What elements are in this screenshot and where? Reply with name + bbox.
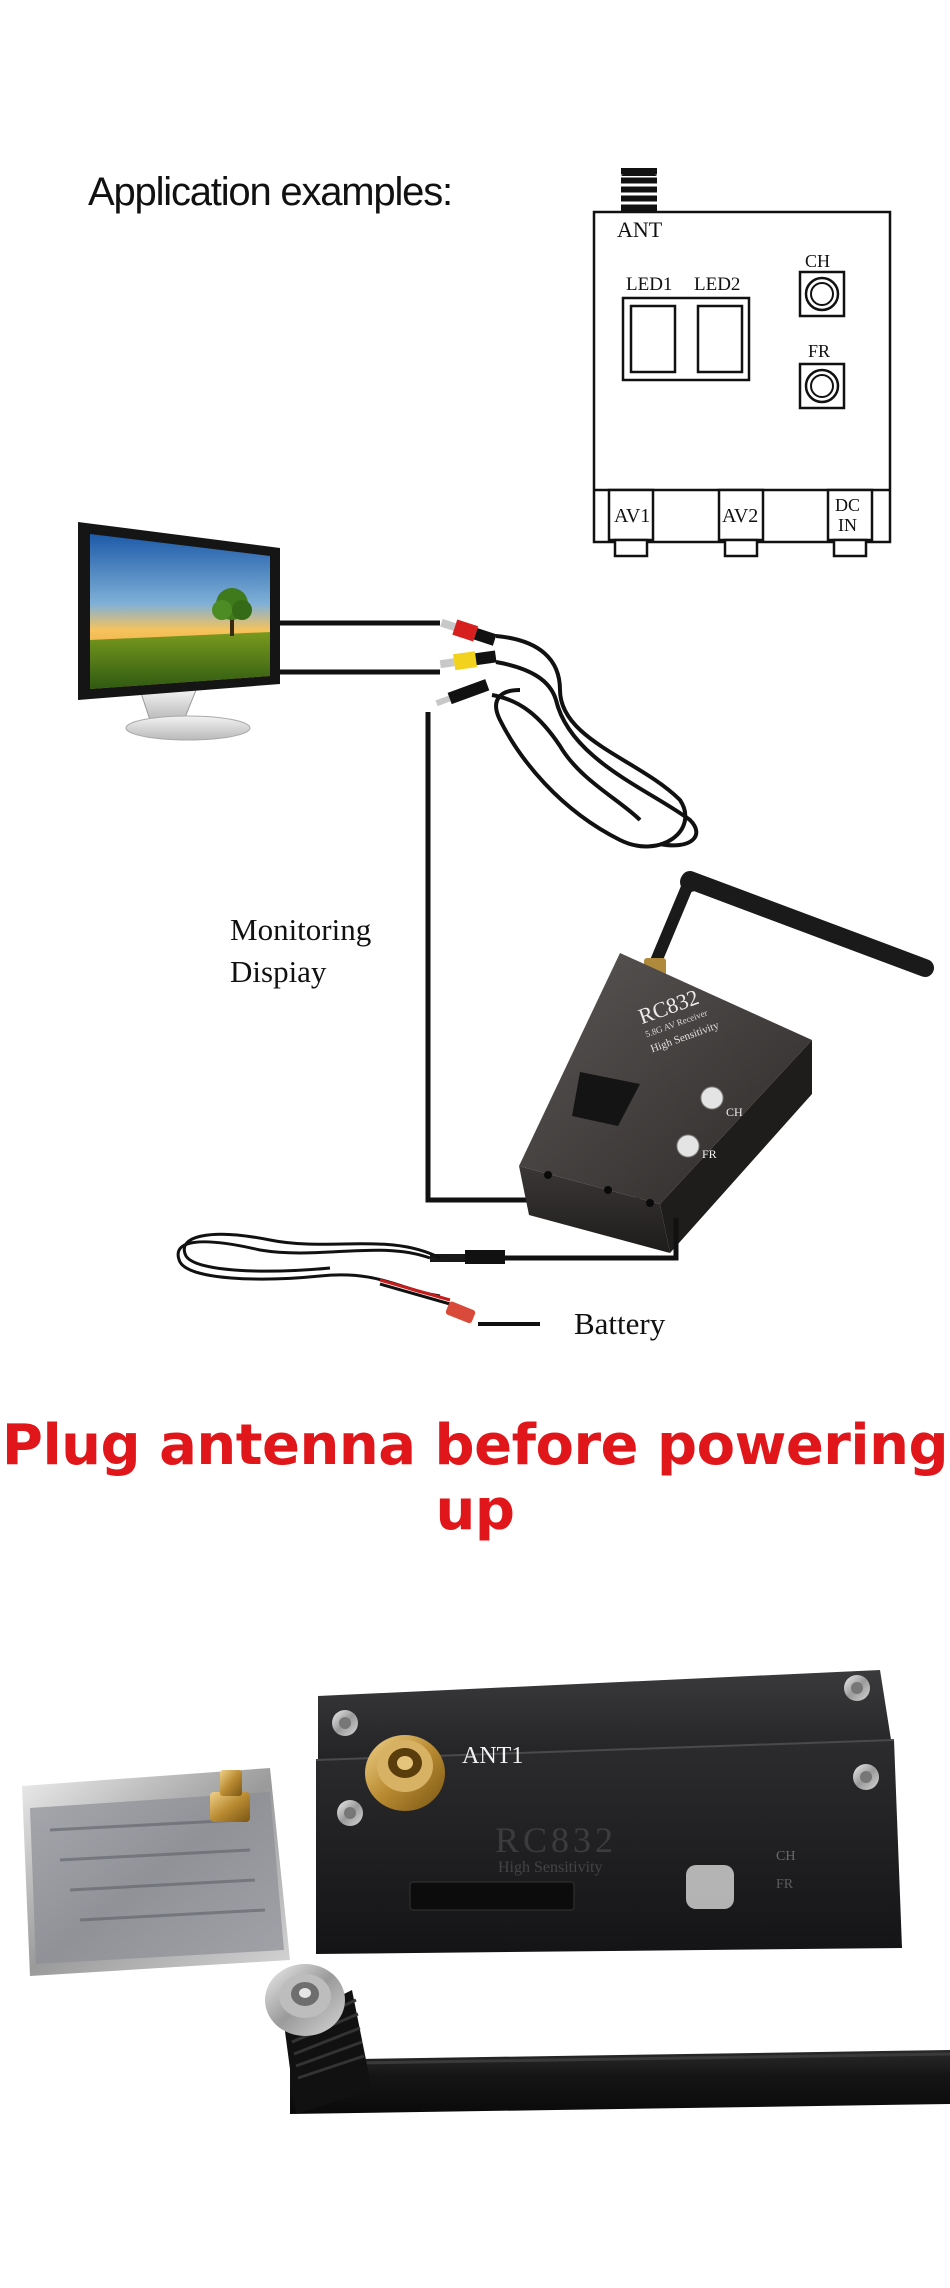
- led1-indicator: [629, 304, 677, 374]
- transmitter-module: [22, 1768, 290, 1976]
- page-heading: Application examples:: [88, 170, 452, 214]
- antenna-coil-icon: [621, 168, 657, 212]
- rca-plugs-icon: [435, 618, 497, 707]
- panel-led2-label: LED2: [694, 274, 740, 295]
- fr-button-icon: [798, 362, 846, 410]
- photo-tagline-label: High Sensitivity: [498, 1859, 602, 1876]
- receiver-display-window: [572, 1072, 640, 1126]
- screw-icon: [332, 1710, 358, 1736]
- battery-cable-icon: [176, 1232, 540, 1326]
- av1-port-icon: [607, 488, 655, 558]
- photo-display-slot: [409, 1881, 575, 1911]
- photo-ch-label: CH: [776, 1849, 795, 1864]
- panel-ant-label: ANT: [617, 217, 663, 242]
- receiver-fr-label: FR: [702, 1147, 717, 1161]
- panel-fr-label: FR: [808, 341, 830, 361]
- ch-button-icon: [798, 270, 846, 318]
- rc832-device-photo: ANT1 RC832 High Sensitivity CH FR: [315, 1670, 902, 1954]
- antenna-photo-svg: ANT1 RC832 High Sensitivity CH FR: [22, 1670, 950, 2114]
- receiver-fr-button[interactable]: [676, 1134, 700, 1158]
- ant1-connector-icon: [365, 1735, 445, 1811]
- application-diagram: Application examples: ANT LED1 LED2 CH: [78, 168, 934, 1341]
- warning-banner: Plug antenna before powering up: [0, 1380, 950, 1543]
- av2-port-icon: [717, 488, 765, 558]
- rc832-receiver-device: RC832 5.8G AV Receiver High Sensitivity …: [519, 871, 934, 1253]
- antenna-icon: [644, 871, 934, 977]
- monitoring-label-line1: Monitoring: [230, 912, 371, 947]
- power-connection-line: [500, 1218, 679, 1261]
- antenna-photo: ANT1 RC832 High Sensitivity CH FR: [0, 1530, 950, 2288]
- application-diagram-svg: Application examples: ANT LED1 LED2 CH: [78, 168, 934, 1341]
- dc-in-port-icon: [826, 488, 874, 558]
- panel-dc-label: DC: [835, 495, 860, 515]
- photo-button: [686, 1865, 734, 1909]
- monitor-display-icon: [78, 522, 280, 741]
- panel-av2-label: AV2: [722, 505, 758, 527]
- panel-ch-label: CH: [805, 251, 830, 271]
- photo-model-label: RC832: [495, 1820, 617, 1860]
- screw-icon: [853, 1764, 879, 1790]
- led2-indicator: [696, 304, 744, 374]
- receiver-panel-schematic: ANT LED1 LED2 CH FR: [592, 168, 892, 558]
- receiver-port-2: [604, 1186, 612, 1194]
- led-frame: [621, 296, 751, 382]
- panel-in-label: IN: [838, 515, 857, 535]
- receiver-ch-button[interactable]: [700, 1086, 724, 1110]
- screw-icon: [337, 1800, 363, 1826]
- antenna-photo-icon: [265, 1964, 950, 2114]
- battery-label: Battery: [574, 1306, 666, 1341]
- receiver-port-1: [544, 1171, 552, 1179]
- receiver-port-3: [646, 1199, 654, 1207]
- monitoring-label-line2: Dispiay: [230, 954, 327, 989]
- av-cable-coil: [491, 634, 699, 849]
- panel-led1-label: LED1: [626, 274, 672, 295]
- warning-text: Plug antenna before powering up: [1, 1413, 949, 1543]
- receiver-ch-label: CH: [726, 1105, 743, 1119]
- ant1-label: ANT1: [462, 1743, 523, 1769]
- panel-av1-label: AV1: [614, 505, 650, 527]
- photo-fr-label: FR: [776, 1877, 794, 1892]
- screw-icon: [844, 1675, 870, 1701]
